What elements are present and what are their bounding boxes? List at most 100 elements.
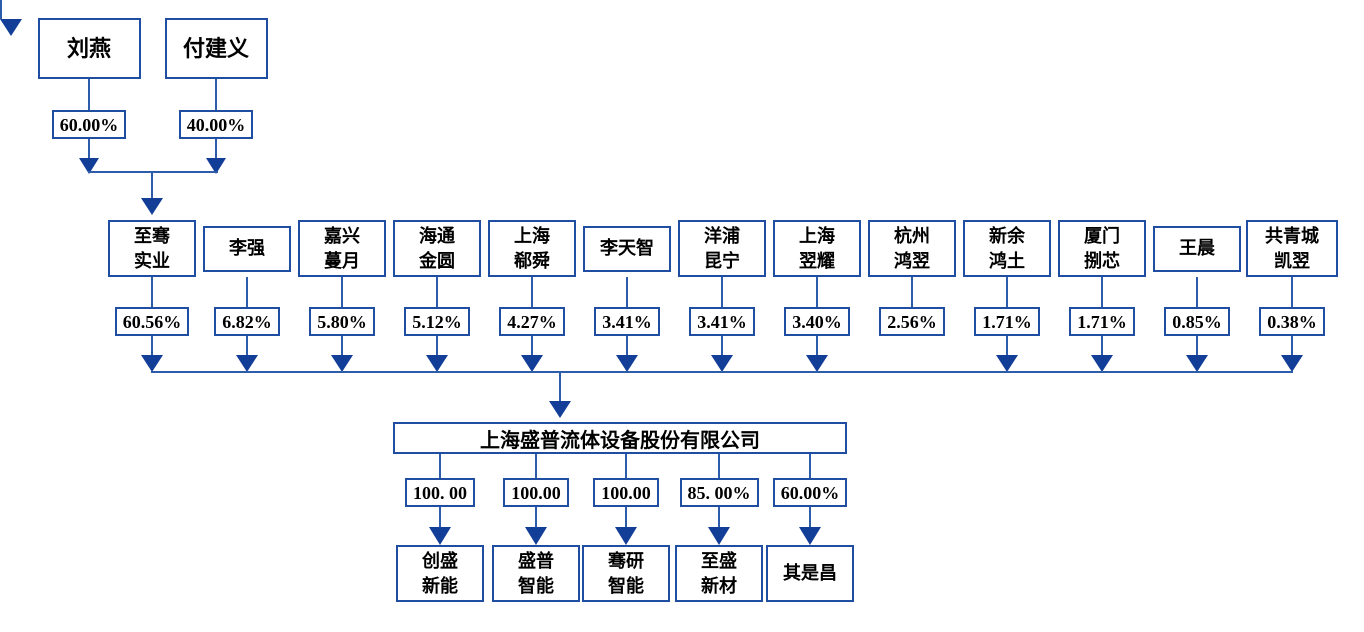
subsidiary-column: 60.00% 其是昌 [763, 454, 857, 602]
shareholder-box-9: 新余 鸿土 [963, 220, 1051, 277]
shareholder-box-10: 厦门 捌芯 [1058, 220, 1146, 277]
shareholder-column: 洋浦 昆宁 3.41% [675, 220, 769, 372]
arrow-down-icon [236, 355, 258, 372]
connector-stem [1196, 336, 1198, 355]
arrow-down-icon [331, 355, 353, 372]
shareholder-percent-2: 5.80% [309, 307, 375, 336]
shareholder-column: 王晨 0.85% [1150, 220, 1244, 372]
connector-stem [341, 277, 343, 307]
arrow-down-icon [206, 158, 226, 174]
shareholder-column: 李强 6.82% [200, 220, 294, 372]
connector-stem [1291, 336, 1293, 355]
shareholder-box-11: 王晨 [1153, 225, 1241, 272]
subsidiary-box-0: 创盛 新能 [396, 545, 484, 602]
connector-stem [215, 139, 217, 158]
connector-stem [1006, 277, 1008, 307]
connector-stem [721, 277, 723, 307]
arrow-down-icon [1186, 355, 1208, 372]
subsidiary-percent-3: 85. 00% [679, 478, 759, 507]
arrow-down-icon [996, 355, 1018, 372]
connector-line [151, 371, 1293, 373]
connector-stem [721, 336, 723, 355]
arrow-down-icon [141, 198, 163, 215]
connector-stem [1006, 336, 1008, 355]
arrow-down-icon [549, 401, 571, 418]
connector-stem [0, 0, 2, 19]
subsidiary-column: 100. 00 创盛 新能 [393, 454, 487, 602]
arrow-down-icon [1281, 355, 1303, 372]
connector-stem [816, 277, 818, 307]
subsidiary-box-2: 骞研 智能 [582, 545, 670, 602]
shareholder-column: 至骞 实业 60.56% [105, 220, 199, 372]
connector-stem [625, 507, 627, 527]
shareholder-column: 新余 鸿土 1.71% [960, 220, 1054, 372]
arrow-down-icon [708, 527, 730, 545]
connector-stem [809, 507, 811, 527]
connector-stem [439, 507, 441, 527]
subsidiary-percent-0: 100. 00 [405, 478, 475, 507]
owner-percent-0: 60.00% [51, 110, 127, 139]
shareholder-percent-10: 1.71% [1069, 307, 1135, 336]
shareholder-box-1: 李强 [203, 225, 291, 272]
shareholder-box-4: 上海 郗舜 [488, 220, 576, 277]
shareholder-box-8: 杭州 鸿翌 [868, 220, 956, 277]
shareholder-column: 杭州 鸿翌 2.56% [865, 220, 959, 336]
arrow-down-icon [616, 355, 638, 372]
shareholder-column: 上海 郗舜 4.27% [485, 220, 579, 372]
subsidiary-column: 100.00 盛普 智能 [489, 454, 583, 602]
connector-stem [439, 454, 441, 478]
connector-stem [436, 277, 438, 307]
connector-stem [535, 454, 537, 478]
arrow-down-icon [429, 527, 451, 545]
shareholder-column: 嘉兴 蔓月 5.80% [295, 220, 389, 372]
connector-stem [246, 336, 248, 355]
company-box: 上海盛普流体设备股份有限公司 [393, 422, 847, 454]
arrow-down-icon [141, 355, 163, 372]
shareholder-percent-12: 0.38% [1259, 307, 1325, 336]
connector-stem [531, 277, 533, 307]
arrow-down-icon [426, 355, 448, 372]
connector-stem [151, 336, 153, 355]
arrow-down-icon [79, 158, 99, 174]
arrow-down-icon [0, 19, 22, 36]
shareholder-percent-1: 6.82% [214, 307, 280, 336]
shareholder-column: 上海 翌耀 3.40% [770, 220, 864, 372]
subsidiary-box-4: 其是昌 [766, 545, 854, 602]
connector-stem [1291, 277, 1293, 307]
subsidiary-percent-1: 100.00 [503, 478, 569, 507]
subsidiary-percent-4: 60.00% [772, 478, 848, 507]
connector-stem [1101, 277, 1103, 307]
shareholder-box-12: 共青城 凯翌 [1246, 220, 1338, 277]
arrow-down-icon [615, 527, 637, 545]
shareholder-box-5: 李天智 [583, 225, 671, 272]
connector-stem [626, 277, 628, 307]
subsidiary-percent-2: 100.00 [593, 478, 659, 507]
connector-stem [88, 139, 90, 158]
shareholder-percent-8: 2.56% [879, 307, 945, 336]
connector-line [559, 373, 561, 402]
shareholder-percent-0: 60.56% [114, 307, 190, 336]
shareholder-percent-4: 4.27% [499, 307, 565, 336]
owner-column-1: 付建义 40.00% [164, 18, 268, 174]
connector-stem [816, 336, 818, 355]
owner-column-0: 刘燕 60.00% [37, 18, 141, 174]
shareholder-box-6: 洋浦 昆宁 [678, 220, 766, 277]
shareholder-percent-7: 3.40% [784, 307, 850, 336]
connector-stem [809, 454, 811, 478]
shareholder-box-7: 上海 翌耀 [773, 220, 861, 277]
arrow-down-icon [806, 355, 828, 372]
arrow-down-icon [525, 527, 547, 545]
connector-stem [88, 79, 90, 110]
connector-stem [625, 454, 627, 478]
arrow-down-icon [799, 527, 821, 545]
shareholder-percent-3: 5.12% [404, 307, 470, 336]
subsidiary-column: 85. 00% 至盛 新材 [672, 454, 766, 602]
connector-stem [1101, 336, 1103, 355]
shareholder-column: 共青城 凯翌 0.38% [1245, 220, 1339, 372]
arrow-down-icon [1091, 355, 1113, 372]
connector-line [151, 172, 153, 198]
subsidiary-column: 100.00 骞研 智能 [579, 454, 673, 602]
owner-box-0: 刘燕 [37, 18, 141, 79]
shareholder-percent-5: 3.41% [594, 307, 660, 336]
